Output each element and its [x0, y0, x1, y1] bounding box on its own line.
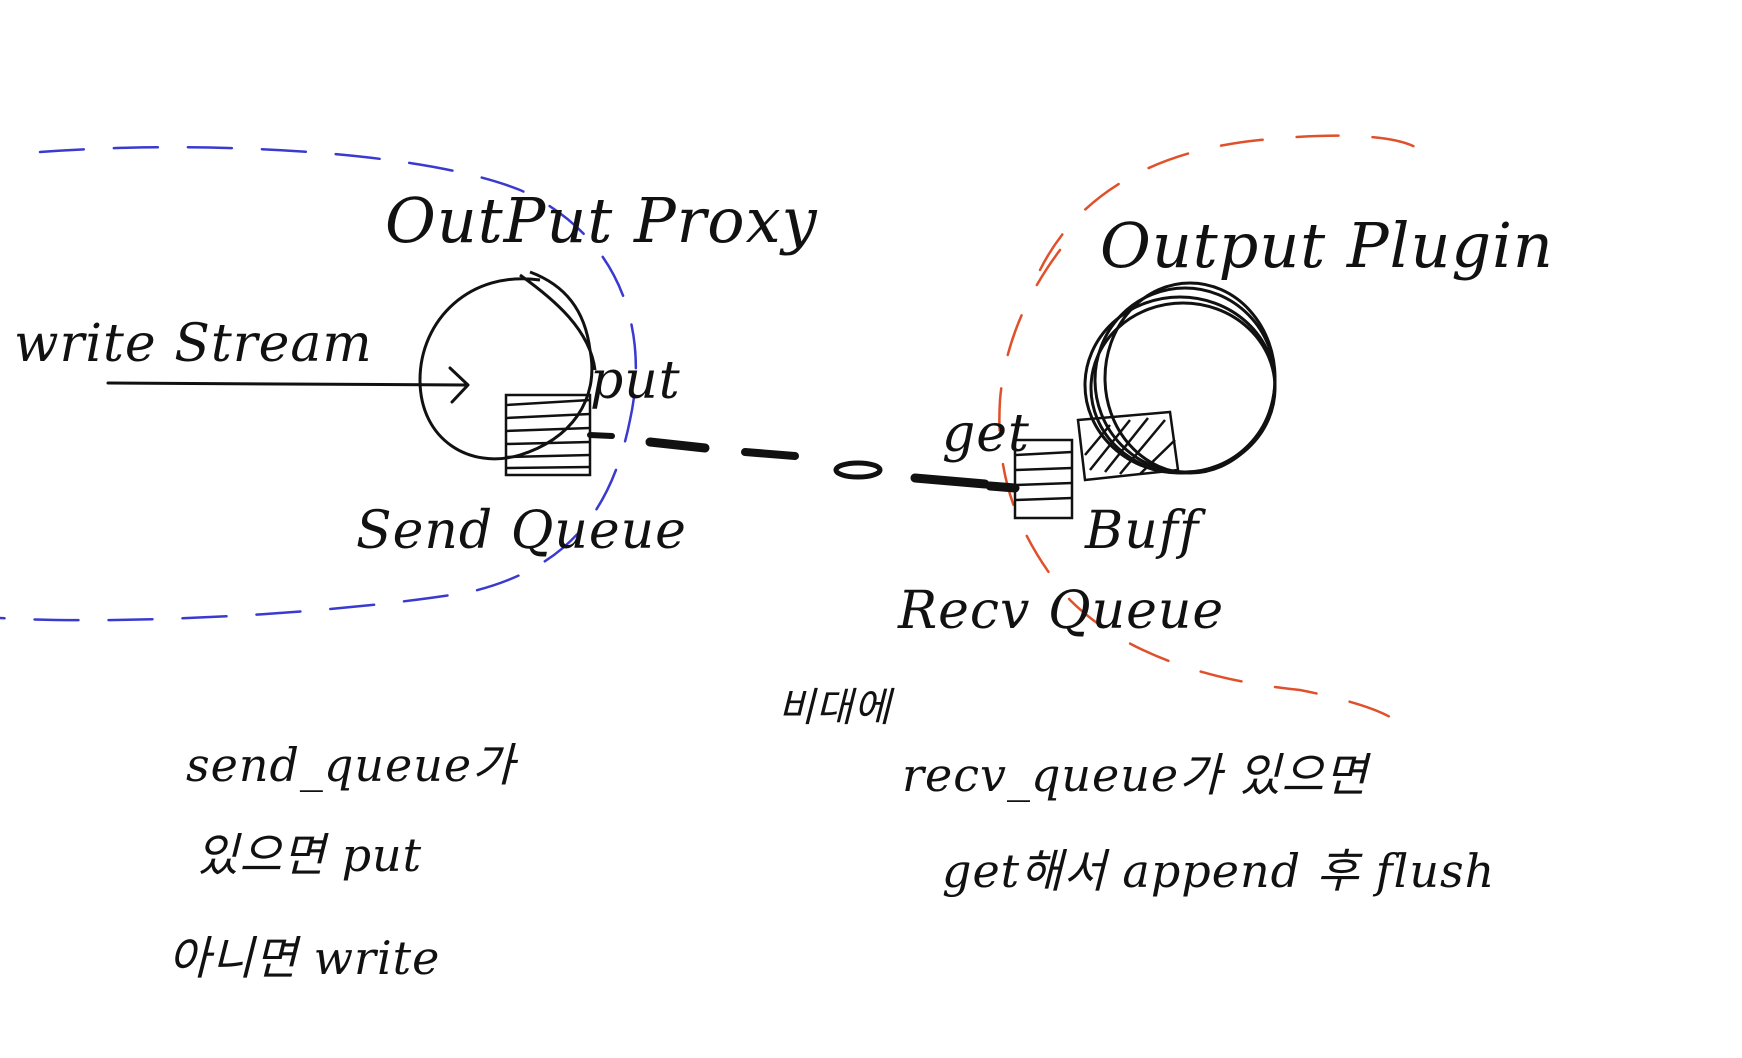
note-left-line-3: 아니면 write	[168, 931, 441, 985]
output-plugin-title: Output Plugin	[1100, 209, 1554, 282]
note-center: 비대에	[778, 685, 892, 731]
proxy-boundary	[0, 145, 637, 622]
get-label: get	[942, 404, 1030, 464]
send-queue-box	[504, 393, 592, 477]
note-left-line-1: send_queue가	[186, 738, 516, 792]
transfer-line	[587, 432, 1020, 493]
note-right-line-1: recv_queue가 있으면	[902, 748, 1369, 802]
buff-label: Buff	[1085, 501, 1200, 561]
write-stream-arrow	[106, 366, 470, 404]
send-queue-label: Send Queue	[356, 501, 687, 561]
note-left-line-2: 있으면 put	[196, 828, 423, 882]
note-right-line-2: get해서 append 후 flush	[942, 844, 1496, 898]
put-label: put	[590, 351, 681, 411]
proxy-circle	[418, 270, 597, 461]
plugin-circle	[1083, 281, 1277, 475]
plugin-boundary	[998, 134, 1422, 722]
write-stream-label: write Stream	[14, 314, 373, 374]
recv-queue-label: Recv Queue	[898, 581, 1225, 641]
output-proxy-title: OutPut Proxy	[385, 184, 818, 257]
buff-box	[1076, 410, 1180, 482]
